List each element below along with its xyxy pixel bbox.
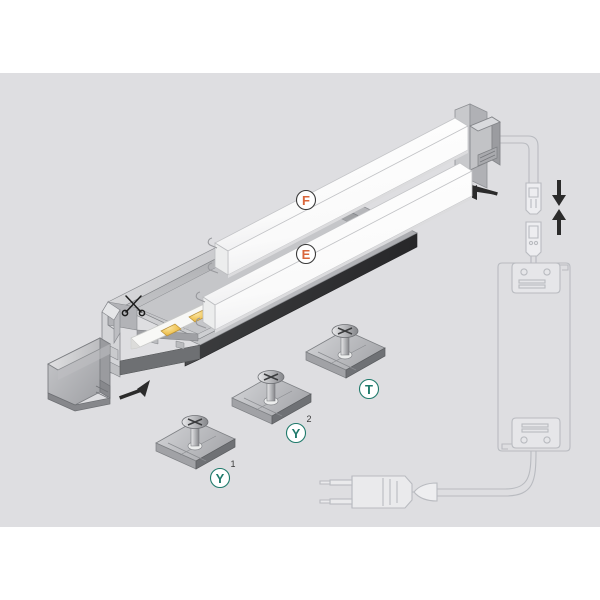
led-chip: [160, 323, 182, 337]
end-cap-plain: [47, 337, 111, 412]
callout-label-f: F: [295, 189, 317, 211]
callout-ring-y2: [285, 422, 307, 444]
callout-text-e: E: [302, 247, 311, 262]
callout-text-y1: Y: [216, 471, 225, 486]
arrow-insert-left-cap: [119, 380, 150, 400]
callout-text-y2: Y: [292, 426, 301, 441]
callout-ring-y1: [209, 467, 231, 489]
scissors-cut-marker: [121, 295, 146, 317]
callout-sup-y2: 2: [306, 414, 311, 424]
callout-label-t: T: [358, 378, 380, 400]
mains-plug-and-cable: [319, 450, 537, 509]
callout-sup-y1: 1: [230, 459, 235, 469]
connection-arrows: [552, 180, 566, 235]
callout-ring-f: [295, 189, 317, 211]
quick-connector-pair: [470, 135, 542, 263]
callout-ring-e: [295, 243, 317, 265]
diffuser-cover-e: [195, 162, 473, 333]
callout-text-t: T: [365, 382, 373, 397]
callout-ring-t: [358, 378, 380, 400]
mounting-bracket-t: [305, 324, 386, 379]
mounting-bracket-y2: [231, 370, 312, 425]
led-driver-power-supply: [497, 236, 571, 452]
mounting-bracket-y1: [155, 415, 236, 470]
callout-text-f: F: [302, 193, 310, 208]
callout-label-e: E: [295, 243, 317, 265]
diffuser-cover-f: [207, 117, 469, 278]
callout-label-y2: Y 2: [285, 414, 312, 444]
callout-label-y1: Y 1: [209, 459, 236, 489]
arrow-up-icon: [552, 209, 566, 235]
arrow-down-icon: [552, 180, 566, 206]
